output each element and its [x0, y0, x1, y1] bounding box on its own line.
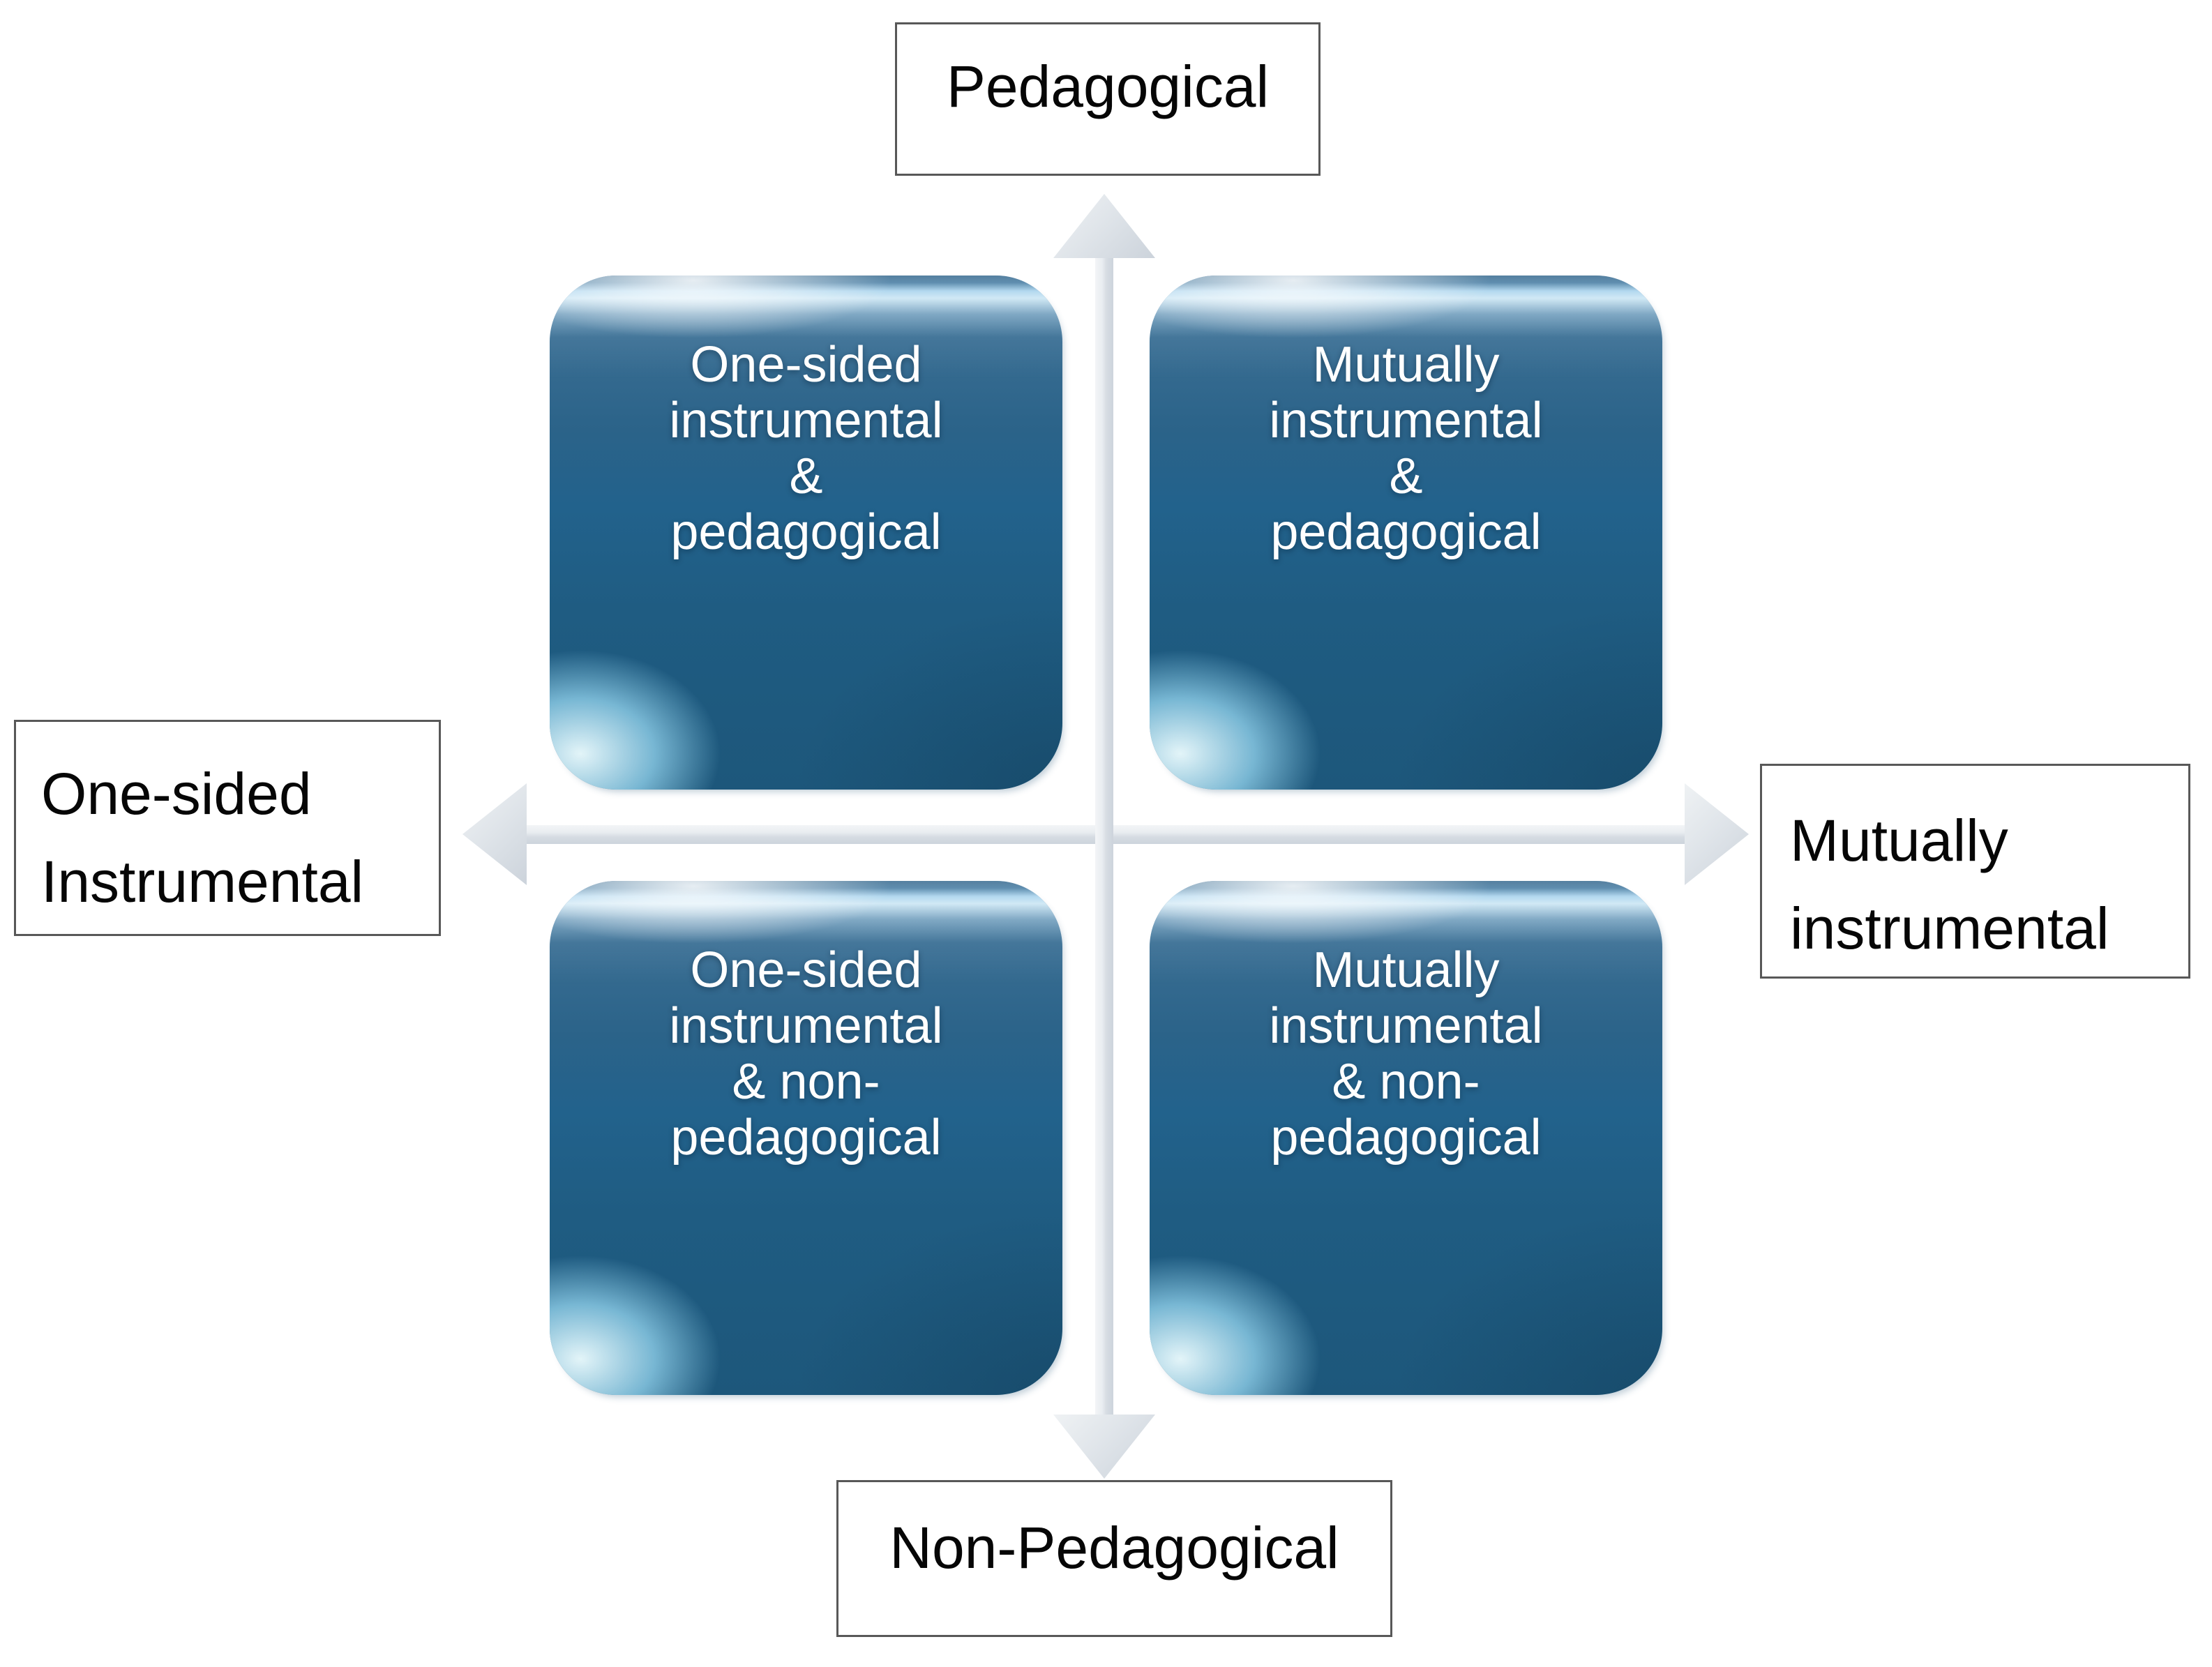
arrow-right-icon — [1685, 783, 1749, 885]
arrow-down-icon — [1053, 1415, 1155, 1479]
quadrant-text-line: & — [1389, 448, 1423, 504]
quadrant-text-line: pedagogical — [1270, 504, 1542, 560]
quadrant-text-line: & — [789, 448, 823, 504]
axis-label-text: Instrumental — [41, 849, 364, 914]
axis-label-text: Pedagogical — [946, 53, 1270, 119]
arrow-left-icon — [462, 783, 527, 885]
axis-label-text: instrumental — [1790, 896, 2109, 961]
quadrant-text-line: Mutually — [1312, 337, 1500, 393]
quadrant-text-line: instrumental — [669, 998, 943, 1054]
quadrant-text-line: pedagogical — [670, 1110, 942, 1166]
quadrant-text-line: One-sided — [690, 337, 922, 393]
quadrant-text-line: instrumental — [669, 393, 943, 448]
quadrant-text-line: instrumental — [1269, 393, 1543, 448]
quadrant-one-sided-non-pedagogical: One-sided instrumental & non- pedagogica… — [550, 881, 1062, 1395]
vertical-axis-line — [1095, 248, 1113, 1433]
quadrant-text-line: Mutually — [1312, 942, 1500, 998]
arrow-up-icon — [1053, 194, 1155, 258]
axis-label-text: Mutually — [1790, 808, 2008, 873]
axis-label-non-pedagogical: Non-Pedagogical — [836, 1480, 1392, 1637]
quadrant-text-line: & non- — [732, 1054, 880, 1110]
quadrant-mutually-non-pedagogical: Mutually instrumental & non- pedagogical — [1150, 881, 1662, 1395]
axis-label-text: One-sided — [41, 761, 312, 827]
quadrant-text-line: & non- — [1332, 1054, 1480, 1110]
axis-label-text: Non-Pedagogical — [889, 1515, 1339, 1581]
quadrant-one-sided-pedagogical: One-sided instrumental & pedagogical — [550, 276, 1062, 790]
quadrant-mutually-pedagogical: Mutually instrumental & pedagogical — [1150, 276, 1662, 790]
axis-label-pedagogical: Pedagogical — [895, 22, 1321, 176]
quadrant-text-line: pedagogical — [1270, 1110, 1542, 1166]
axis-label-one-sided-instrumental: One-sided Instrumental — [14, 720, 441, 936]
quadrant-text-line: instrumental — [1269, 998, 1543, 1054]
quadrant-text-line: pedagogical — [670, 504, 942, 560]
quadrant-text-line: One-sided — [690, 942, 922, 998]
axis-label-mutually-instrumental: Mutually instrumental — [1760, 764, 2190, 979]
